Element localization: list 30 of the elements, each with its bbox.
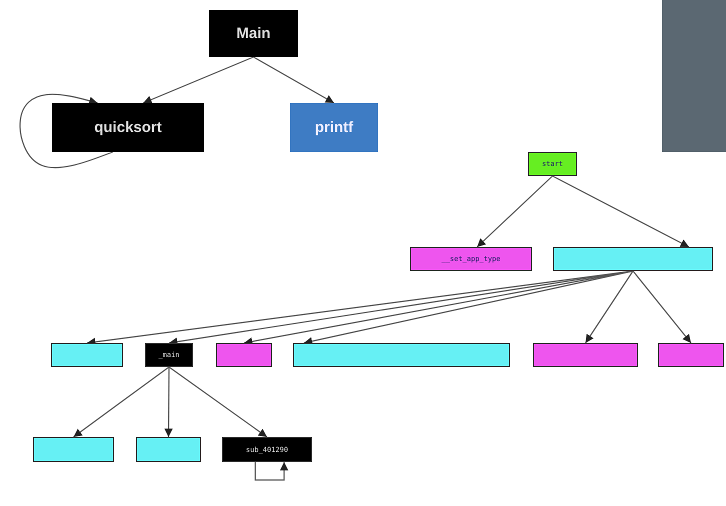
- function-box: [51, 343, 123, 367]
- self-loop-arrow: [20, 94, 113, 168]
- arrow: [552, 175, 690, 248]
- function-box: [293, 343, 510, 367]
- function-box: [410, 247, 532, 271]
- function-box: [222, 437, 312, 462]
- arrow: [585, 270, 634, 344]
- function-box: [145, 343, 193, 367]
- arrow: [73, 366, 170, 438]
- function-name: Main: [236, 25, 271, 42]
- self-loop-arrow: [254, 462, 288, 481]
- arrow: [304, 270, 634, 346]
- function-box: [528, 152, 577, 176]
- arrow: [164, 367, 173, 437]
- arrow: [476, 176, 553, 248]
- function-box: [52, 103, 204, 152]
- function-name: printf: [314, 119, 354, 136]
- function-box: [216, 343, 272, 367]
- arrow: [632, 270, 692, 344]
- function-name: quicksort: [94, 119, 162, 136]
- arrow: [253, 56, 334, 104]
- function-box: [533, 343, 638, 367]
- arrow: [142, 56, 254, 104]
- arrow: [168, 366, 268, 438]
- function-box: [136, 437, 201, 462]
- function-box: [290, 103, 378, 152]
- function-box: [553, 247, 713, 271]
- function-box: [658, 343, 724, 367]
- function-box: [33, 437, 114, 462]
- function-box: [209, 10, 298, 57]
